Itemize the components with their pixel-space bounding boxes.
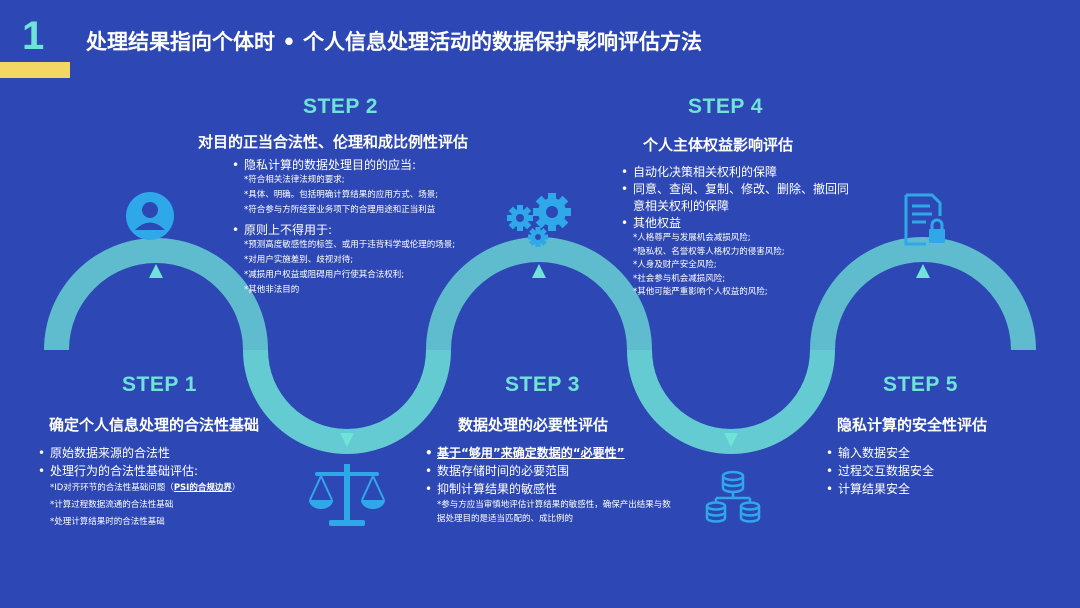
list-subitem: *其他非法目的 — [244, 285, 300, 295]
step2-title: 对目的正当合法性、伦理和成比例性评估 — [198, 133, 469, 151]
list-subitem: *其他可能严重影响个人权益的风险; — [633, 287, 768, 297]
database-icon — [705, 470, 761, 523]
list-subitem: *人身及财产安全风险; — [633, 260, 717, 270]
list-subitem: *计算过程数据流通的合法性基础 — [50, 500, 174, 510]
step5-title: 隐私计算的安全性评估 — [837, 416, 988, 434]
list-subitem: *预测高度敏感性的标签、或用于违背科学或伦理的场景; — [244, 240, 456, 250]
step2-label: STEP 2 — [303, 95, 378, 118]
page-title: 处理结果指向个体时 • 个人信息处理活动的数据保护影响评估方法 — [86, 30, 703, 54]
list-subitem: *符合参与方所经营业务项下的合理用途和正当利益 — [244, 205, 436, 215]
step5-label: STEP 5 — [883, 373, 958, 396]
step4-content: 自动化决策相关权利的保障 同意、查阅、复制、修改、删除、撤回同意相关权利的保障 … — [621, 164, 859, 300]
page-number: 1 — [22, 14, 45, 58]
step1-title: 确定个人信息处理的合法性基础 — [49, 416, 260, 434]
step1-label: STEP 1 — [122, 373, 197, 396]
list-item: 抑制计算结果的敏感性 — [425, 480, 677, 498]
list-item: 输入数据安全 — [826, 444, 934, 462]
list-item: 处理行为的合法性基础评估: — [38, 462, 240, 480]
list-item: 同意、查阅、复制、修改、删除、撤回同意相关权利的保障 — [621, 181, 859, 215]
list-subitem: *减损用户权益或阻碍用户行使其合法权利; — [244, 270, 405, 280]
list-subitem: *人格尊严与发展机会减损风险; — [633, 233, 751, 243]
list-subitem: *隐私权、名誉权等人格权力的侵害风险; — [633, 246, 785, 257]
list-subitem: *参与方应当审慎地评估计算结果的敏感性，确保产出结果与数据处理目的是适当匹配的、… — [437, 500, 671, 524]
list-subitem: *符合相关法律法规的要求; — [244, 175, 345, 185]
list-item: 其他权益 — [621, 215, 859, 232]
person-icon — [126, 192, 174, 240]
step4-title: 个人主体权益影响评估 — [643, 136, 794, 154]
step2-content: 隐私计算的数据处理目的的应当: *符合相关法律法规的要求; *具体、明确。包括明… — [232, 157, 455, 298]
list-item-emphasis: 基于“够用”来确定数据的“必要性” — [425, 444, 677, 462]
list-item: 自动化决策相关权利的保障 — [621, 164, 859, 181]
step3-title: 数据处理的必要性评估 — [458, 416, 609, 434]
list-subitem: *ID对齐环节的合法性基础问题（PSI的合规边界） — [50, 483, 241, 493]
list-item: 计算结果安全 — [826, 480, 934, 498]
list-subitem: *社会参与机会减损风险; — [633, 273, 726, 284]
accent-bar — [0, 62, 70, 78]
scale-icon — [309, 464, 385, 526]
step1-content: 原始数据来源的合法性 处理行为的合法性基础评估: *ID对齐环节的合法性基础问题… — [38, 444, 240, 531]
list-subitem: *处理计算结果时的合法性基础 — [50, 517, 165, 527]
list-item: 数据存储时间的必要范围 — [425, 462, 677, 480]
psi-compliance-link[interactable]: PSI的合规边界 — [173, 483, 232, 493]
step3-label: STEP 3 — [505, 373, 580, 396]
document-lock-icon — [904, 193, 945, 246]
list-item: 原始数据来源的合法性 — [38, 444, 240, 462]
list-subitem: *具体、明确。包括明确计算结果的应用方式、场景; — [244, 190, 439, 200]
step3-content: 基于“够用”来确定数据的“必要性” 数据存储时间的必要范围 抑制计算结果的敏感性… — [425, 444, 677, 526]
list-item: 隐私计算的数据处理目的的应当: — [232, 157, 455, 173]
list-item: 原则上不得用于: — [232, 222, 455, 238]
list-item: 过程交互数据安全 — [826, 462, 934, 480]
gears-icon — [507, 193, 571, 247]
step5-content: 输入数据安全 过程交互数据安全 计算结果安全 — [826, 444, 934, 498]
step4-label: STEP 4 — [688, 95, 763, 118]
list-subitem: *对用户实施差别、歧视对待; — [244, 255, 354, 265]
